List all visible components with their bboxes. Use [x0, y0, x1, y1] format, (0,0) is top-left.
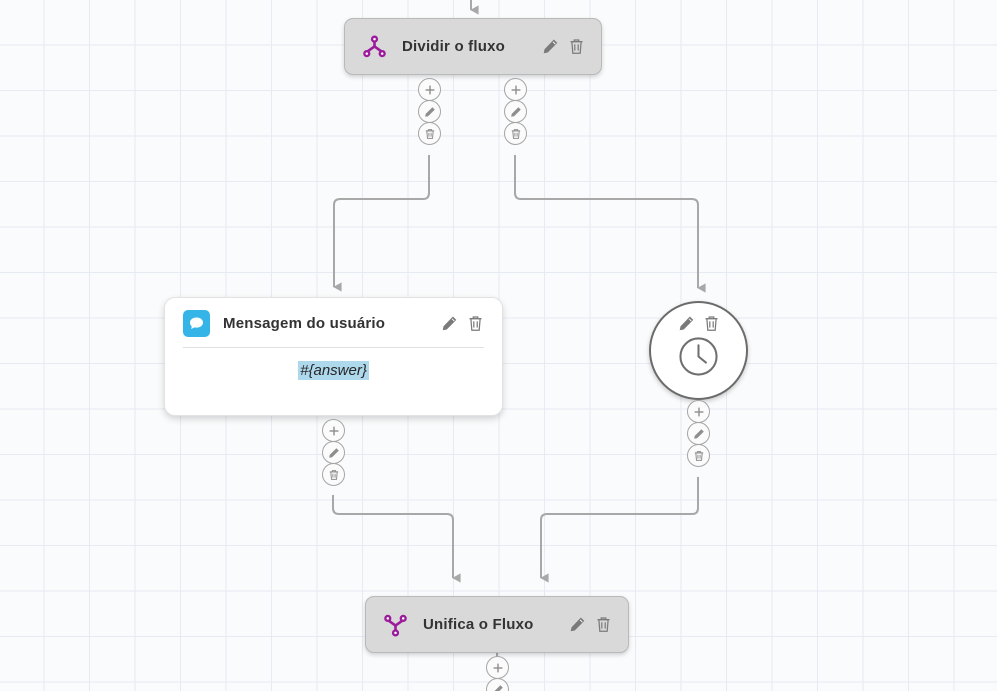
node-actions	[441, 315, 484, 332]
flow-split-icon	[361, 34, 388, 60]
node-title: Unifica o Fluxo	[423, 616, 534, 633]
pencil-icon[interactable]	[678, 315, 695, 332]
plus-icon[interactable]	[418, 78, 441, 101]
plus-icon[interactable]	[486, 656, 509, 679]
node-unifica-o-fluxo[interactable]: Unifica o Fluxo	[365, 596, 629, 653]
pencil-icon[interactable]	[569, 616, 586, 633]
divider	[183, 347, 484, 348]
port-stack-merge[interactable]	[486, 656, 509, 691]
trash-icon[interactable]	[418, 122, 441, 145]
speech-bubble-icon	[183, 310, 210, 337]
node-title: Mensagem do usuário	[223, 315, 386, 332]
clock-icon	[678, 336, 719, 377]
edge-timer-to-merge	[540, 477, 699, 583]
port-stack-split-left[interactable]	[418, 78, 441, 145]
pencil-icon[interactable]	[322, 441, 345, 464]
node-dividir-o-fluxo[interactable]: Dividir o fluxo	[344, 18, 602, 75]
answer-token[interactable]: #{answer}	[298, 361, 369, 380]
node-actions	[678, 315, 720, 332]
edge-split-to-timer	[514, 155, 706, 293]
node-mensagem-do-usuario[interactable]: Mensagem do usuário	[164, 297, 503, 416]
pencil-icon[interactable]	[504, 100, 527, 123]
node-actions	[542, 38, 585, 55]
trash-icon[interactable]	[687, 444, 710, 467]
node-title: Dividir o fluxo	[402, 38, 506, 55]
node-header: Mensagem do usuário	[183, 310, 484, 337]
trash-icon[interactable]	[568, 38, 585, 55]
pencil-icon[interactable]	[441, 315, 458, 332]
plus-icon[interactable]	[687, 400, 710, 423]
node-actions	[569, 616, 612, 633]
pencil-icon[interactable]	[687, 422, 710, 445]
message-body: #{answer}	[183, 348, 484, 382]
plus-icon[interactable]	[504, 78, 527, 101]
trash-icon[interactable]	[703, 315, 720, 332]
port-stack-message[interactable]	[322, 419, 345, 486]
pencil-icon[interactable]	[486, 678, 509, 691]
pencil-icon[interactable]	[542, 38, 559, 55]
pencil-icon[interactable]	[418, 100, 441, 123]
flow-merge-icon	[382, 612, 409, 638]
port-stack-timer[interactable]	[687, 400, 710, 467]
trash-icon[interactable]	[595, 616, 612, 633]
edge-split-to-message	[333, 155, 430, 292]
node-timer[interactable]	[649, 301, 748, 400]
trash-icon[interactable]	[322, 463, 345, 486]
edge-message-to-merge	[332, 495, 461, 583]
port-stack-split-right[interactable]	[504, 78, 527, 145]
trash-icon[interactable]	[467, 315, 484, 332]
trash-icon[interactable]	[504, 122, 527, 145]
plus-icon[interactable]	[322, 419, 345, 442]
